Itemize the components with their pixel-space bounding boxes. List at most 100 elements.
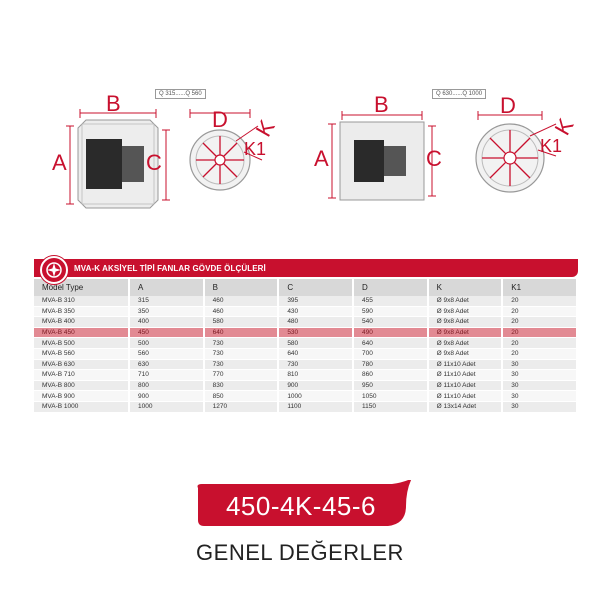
table-title-bar: MVA-K AKSİYEL TİPİ FANLAR GÖVDE ÖLÇÜLERİ <box>34 256 578 284</box>
table-cell: 30 <box>502 359 578 371</box>
dim-label-k1: K1 <box>244 139 266 159</box>
table-cell: MVA-B 710 <box>34 369 130 381</box>
table-cell: MVA-B 350 <box>34 306 130 318</box>
table-header-row: Model Type A B C D K K1 <box>34 279 578 296</box>
table-cell: 730 <box>203 359 280 371</box>
table-cell: 450 <box>129 327 205 339</box>
table-cell: 455 <box>352 296 429 307</box>
table-cell: Ø 9x8 Adet <box>427 316 504 328</box>
table-cell: MVA-B 310 <box>34 296 130 307</box>
table-cell: MVA-B 450 <box>34 327 130 339</box>
right-front-view: D K K1 <box>475 93 579 193</box>
right-range-label: Q 630......Q 1000 <box>432 89 487 99</box>
table-cell: Ø 11x10 Adet <box>427 369 504 381</box>
table-cell: 460 <box>203 296 280 307</box>
column-header: B <box>203 279 280 296</box>
left-range-label: Q 315......Q 560 <box>155 89 206 99</box>
dim-label-b: B <box>106 91 121 116</box>
table-cell: 500 <box>129 337 205 349</box>
table-cell: 780 <box>352 359 429 371</box>
dim-label-a: A <box>314 146 329 171</box>
table-cell: 1000 <box>278 390 354 402</box>
table-cell: Ø 11x10 Adet <box>427 359 504 371</box>
table-cell: 30 <box>502 380 578 392</box>
table-cell: 1100 <box>278 401 354 413</box>
table-cell: Ø 9x8 Adet <box>427 296 504 307</box>
table-cell: 730 <box>203 337 280 349</box>
table-cell: 20 <box>502 316 578 328</box>
dim-label-k1: K1 <box>540 136 562 156</box>
table-cell: 950 <box>352 380 429 392</box>
table-cell: 30 <box>502 401 578 413</box>
table-cell: 30 <box>502 369 578 381</box>
dimensions-table-section: MVA-K AKSİYEL TİPİ FANLAR GÖVDE ÖLÇÜLERİ… <box>34 256 578 413</box>
table-cell: 850 <box>203 390 280 402</box>
table-cell: 20 <box>502 296 578 307</box>
dim-label-d: D <box>500 93 516 118</box>
table-cell: 480 <box>278 316 354 328</box>
dim-label-d: D <box>212 107 228 132</box>
table-cell: MVA-B 630 <box>34 359 130 371</box>
table-cell: 830 <box>203 380 280 392</box>
column-header: K1 <box>502 279 578 296</box>
table-cell: 430 <box>278 306 354 318</box>
table-cell: Ø 11x10 Adet <box>427 390 504 402</box>
right-side-view: B A C <box>314 92 442 201</box>
table-cell: Ø 9x8 Adet <box>427 337 504 349</box>
table-cell: 630 <box>129 359 205 371</box>
table-cell: 560 <box>129 348 205 360</box>
table-cell: 580 <box>278 337 354 349</box>
table-cell: 810 <box>278 369 354 381</box>
brand-logo-icon <box>40 256 68 284</box>
table-cell: 315 <box>129 296 205 307</box>
column-header: D <box>352 279 429 296</box>
table-cell: 20 <box>502 348 578 360</box>
table-cell: 580 <box>203 316 280 328</box>
table-cell: 1000 <box>129 401 205 413</box>
left-side-view: B A C <box>52 91 170 209</box>
table-cell: MVA-B 400 <box>34 316 130 328</box>
column-header: A <box>129 279 205 296</box>
table-cell: 1050 <box>352 390 429 402</box>
table-cell: 540 <box>352 316 429 328</box>
general-values-caption: GENEL DEĞERLER <box>196 540 404 565</box>
table-cell: 20 <box>502 306 578 318</box>
table-cell: 770 <box>203 369 280 381</box>
table-cell: MVA-B 560 <box>34 348 130 360</box>
dim-label-c: C <box>426 146 442 171</box>
model-code-badge: 450-4K-45-6 <box>225 490 377 521</box>
dim-label-a: A <box>52 150 67 175</box>
table-cell: 460 <box>203 306 280 318</box>
table-cell: 1150 <box>352 401 429 413</box>
technical-drawings: B A C D K K1 <box>52 91 579 209</box>
table-cell: MVA-B 1000 <box>34 401 130 413</box>
table-cell: Ø 11x10 Adet <box>427 380 504 392</box>
table-title: MVA-K AKSİYEL TİPİ FANLAR GÖVDE ÖLÇÜLERİ <box>74 263 266 273</box>
table-cell: Ø 9x8 Adet <box>427 327 504 339</box>
table-cell: 20 <box>502 327 578 339</box>
table-cell: 590 <box>352 306 429 318</box>
left-front-view: D K K1 <box>189 107 280 191</box>
column-header: K <box>427 279 504 296</box>
table-cell: Ø 9x8 Adet <box>427 306 504 318</box>
table-cell: 860 <box>352 369 429 381</box>
table-cell: 490 <box>352 327 429 339</box>
table-cell: 20 <box>502 337 578 349</box>
table-cell: 640 <box>203 327 280 339</box>
table-cell: 800 <box>129 380 205 392</box>
dim-label-c: C <box>146 150 162 175</box>
column-header: C <box>278 279 354 296</box>
table-cell: Ø 13x14 Adet <box>427 401 504 413</box>
table-cell: 640 <box>278 348 354 360</box>
table-cell: MVA-B 800 <box>34 380 130 392</box>
